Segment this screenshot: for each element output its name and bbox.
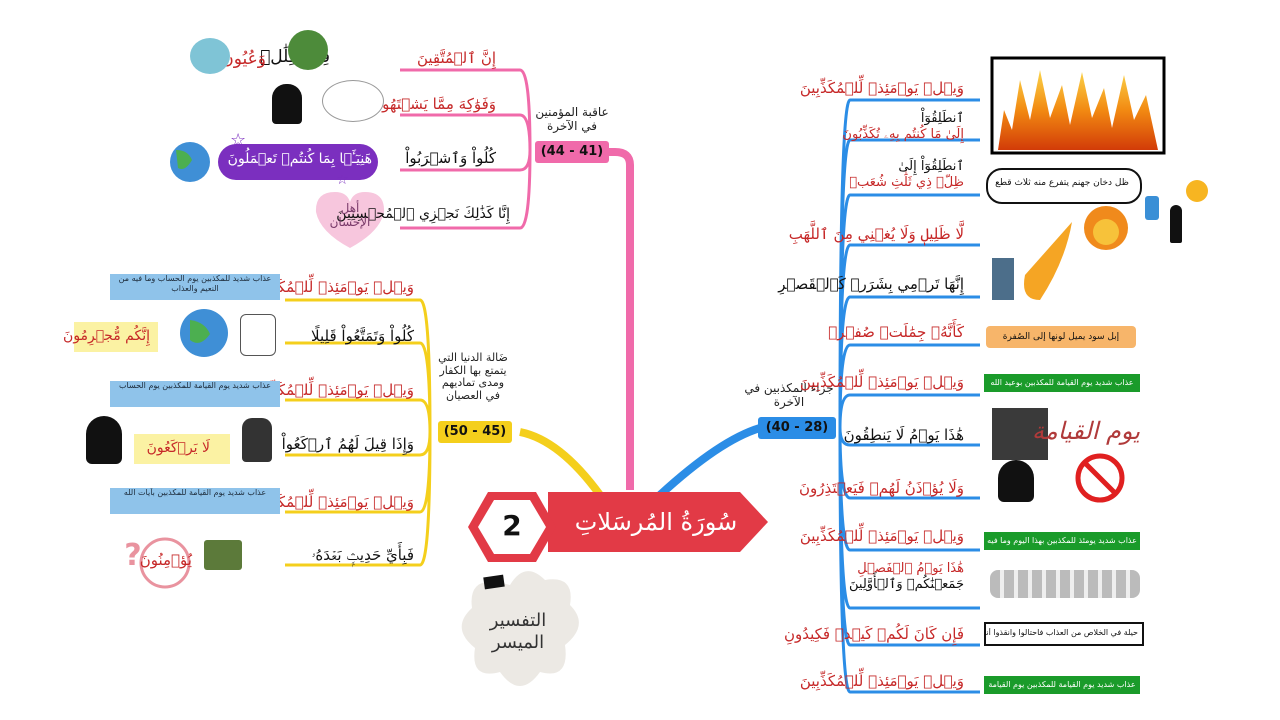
- verse-35: هَٰذَا يَوۡمُ لَا يَنطِقُونَ: [843, 426, 964, 444]
- tafsir-label: التفسير الميسر: [489, 610, 547, 653]
- verse-39: فَإِن كَانَ لَكُمۡ كَيۡدٞ فَكِيدُونِ: [783, 625, 964, 643]
- sitting-person-icon: [242, 418, 272, 462]
- verse-48: وَإِذَا قِيلَ لَهُمُ ٱرۡكَعُواْ: [281, 435, 414, 453]
- top-branch-label: عاقبة المؤمنين في الآخرة: [535, 105, 609, 133]
- criminals-box: [74, 322, 158, 352]
- criminals-phrase: إِنَّكُم مُّجۡرِمُونَ: [63, 328, 150, 344]
- question-mark-icon: ?: [124, 538, 142, 573]
- trick-box: [984, 622, 1144, 646]
- verse-37: وَيۡلٞ يَوۡمَئِذٖ لِّلۡمُكَذِّبِينَ: [799, 527, 964, 545]
- heart-shape: [315, 192, 385, 248]
- verse-31: لَّا ظَلِيلٖ وَلَا يُغۡنِي مِنَ ٱللَّهَب…: [788, 225, 964, 243]
- woe-note-3: عذاب شديد يوم القيامة للمكذبين يوم القيا…: [984, 676, 1140, 694]
- tree-fork-icon: [1145, 196, 1159, 220]
- left-note-1: عذاب شديد للمكذبين يوم الحساب وما فيه من…: [110, 274, 280, 300]
- meteor-icon: [1024, 222, 1072, 300]
- surah-title: سُورَةُ المُرسَلاتِ: [574, 508, 738, 536]
- believe-phrase: يُؤۡمِنُونَ: [139, 551, 192, 569]
- blue-links: [838, 98, 980, 694]
- verse-29-b: إِلَىٰ مَا كُنتُم بِهِۦ تُكَذِّبُونَ: [842, 127, 964, 142]
- trick-note: حيلة في الخلاص من العذاب فاحتالوا وانقذو…: [986, 628, 1138, 637]
- lesson-number: 2: [502, 509, 522, 542]
- question-ring: [139, 537, 191, 589]
- kneeling-person-icon: [998, 460, 1034, 502]
- verse-30-a: ٱنطَلِقُوٓاْ إِلَىٰ: [898, 159, 964, 174]
- pink-links: [400, 68, 532, 230]
- verse-36: وَلَا يُؤۡذَنُ لَهُمۡ فَيَعۡتَذِرُونَ: [798, 479, 964, 497]
- person-icon: [272, 84, 302, 124]
- title-banner: [548, 492, 768, 552]
- heart-label: أهل الإحسان: [329, 201, 371, 229]
- heart-star-icon: ☆: [336, 172, 349, 188]
- top-branch-range: (44 - 41): [535, 141, 609, 163]
- bow-phrase: لَا يَرۡكَعُونَ: [146, 440, 210, 456]
- silence-box: [992, 408, 1048, 460]
- verse-28: وَيۡلٞ يَوۡمَئِذٖ لِّلۡمُكَذِّبِينَ: [799, 79, 964, 97]
- clip-icon: [483, 574, 505, 590]
- lake-icon: [190, 38, 230, 74]
- verse-29-a: ٱنطَلِقُوٓاْ: [920, 111, 964, 126]
- no-entry-icon: [1075, 453, 1125, 503]
- verse-45: وَيۡلٞ يَوۡمَئِذٖ لِّلۡمُكَذِّبِينَ: [249, 278, 414, 296]
- feasting-person-icon: [240, 314, 276, 356]
- verse-49: وَيۡلٞ يَوۡمَئِذٖ لِّلۡمُكَذِّبِينَ: [249, 493, 414, 511]
- verse-42: وَفَوَٰكِهَ مِمَّا يَشۡتَهُونَ: [371, 95, 496, 113]
- verse-38-a: هَٰذَا يَوۡمُ ٱلۡفَصۡلِ: [857, 561, 964, 576]
- smoke-note: ظل دخان جهنم يتفرع منه ثلاث قطع: [995, 178, 1129, 188]
- left-branch-range: (50 - 45): [438, 421, 512, 443]
- book-icon: [204, 540, 242, 570]
- verse-38-b: جَمَعۡنَٰكُمۡ وَٱلۡأَوَّلِينَ: [849, 577, 964, 592]
- pink-trunk: [568, 148, 634, 490]
- crowd-icon: [990, 570, 1140, 598]
- left-note-3: عذاب شديد يوم القيامة للمكذبين بآيات الل…: [110, 488, 280, 514]
- verse-44: إِنَّا كَذَٰلِكَ نَجۡزِي ٱلۡمُحۡسِنِينَ: [336, 206, 510, 222]
- fire-icon: [998, 70, 1158, 150]
- tafsir-flower: [461, 571, 579, 686]
- sun-icon: [1186, 180, 1208, 202]
- verse-30-b: ظِلّٖ ذِي ثَلَٰثِ شُعَبٖ: [849, 175, 964, 190]
- verse-41: إِنَّ ٱلۡمُتَّقِينَ: [416, 49, 496, 67]
- standing-person-icon: [1170, 205, 1182, 243]
- woe-note-1: عذاب شديد يوم القيامة للمكذبين بوعيد الل…: [984, 374, 1140, 392]
- left-branch-label: ضَالة الدنيا التي يتمتع بها الكفار ومدى …: [438, 351, 508, 402]
- yellow-trunk: [519, 428, 604, 498]
- verse-32: إِنَّهَا تَرۡمِي بِشَرَرٖ كَٱلۡقَصۡرِ: [778, 275, 964, 293]
- verse-47: وَيۡلٞ يَوۡمَئِذٖ لِّلۡمُكَذِّبِينَ: [249, 381, 414, 399]
- star-icon: ☆: [230, 130, 247, 151]
- qiyamah-calligraphy: يوم القيامة: [1032, 417, 1140, 445]
- bow-box: [134, 434, 230, 464]
- verse-33: كَأَنَّهُۥ جِمَٰلَتٞ صُفۡرٞ: [828, 323, 964, 341]
- enjoy-phrase: هَنِيٓـَٔۢا بِمَا كُنتُمۡ تَعۡمَلُونَ: [227, 151, 372, 167]
- right-branch-range: (40 - 28): [758, 417, 836, 439]
- verse-46: كُلُواْ وَتَمَتَّعُواْ قَلِيلًا: [311, 327, 414, 345]
- verse-40: وَيۡلٞ يَوۡمَئِذٖ لِّلۡمُكَذِّبِينَ: [799, 672, 964, 690]
- enjoy-banner: [218, 144, 378, 180]
- left-note-2: عذاب شديد يوم القيامة للمكذبين يوم الحسا…: [110, 381, 280, 407]
- woe-note-2: عذاب شديد يومئذ للمكذبين بهذا اليوم وما …: [984, 532, 1140, 550]
- smoke-bubble: [986, 168, 1142, 204]
- camels-box: [986, 326, 1136, 348]
- fruit-thought-icon: [322, 80, 384, 122]
- yellow-links: [285, 298, 432, 567]
- verse-43: كُلُواْ وَٱشۡرَبُواْ: [405, 149, 496, 167]
- verse-50: فَبِأَيِّ حَدِيثِۭ بَعۡدَهُۥ: [311, 546, 414, 564]
- tree-icon: [288, 30, 328, 70]
- head-silhouette-icon: [86, 416, 122, 464]
- blue-trunk: [657, 424, 762, 498]
- building-icon: [992, 258, 1014, 300]
- number-hexagon-inner: [478, 500, 546, 554]
- camels-note: إبل سود يميل لونها إلى الصُفرة: [1002, 332, 1120, 342]
- right-branch-label: جزاء المكذبين في الآخرة: [744, 381, 834, 409]
- verse-34: وَيۡلٞ يَوۡمَئِذٖ لِّلۡمُكَذِّبِينَ: [799, 373, 964, 391]
